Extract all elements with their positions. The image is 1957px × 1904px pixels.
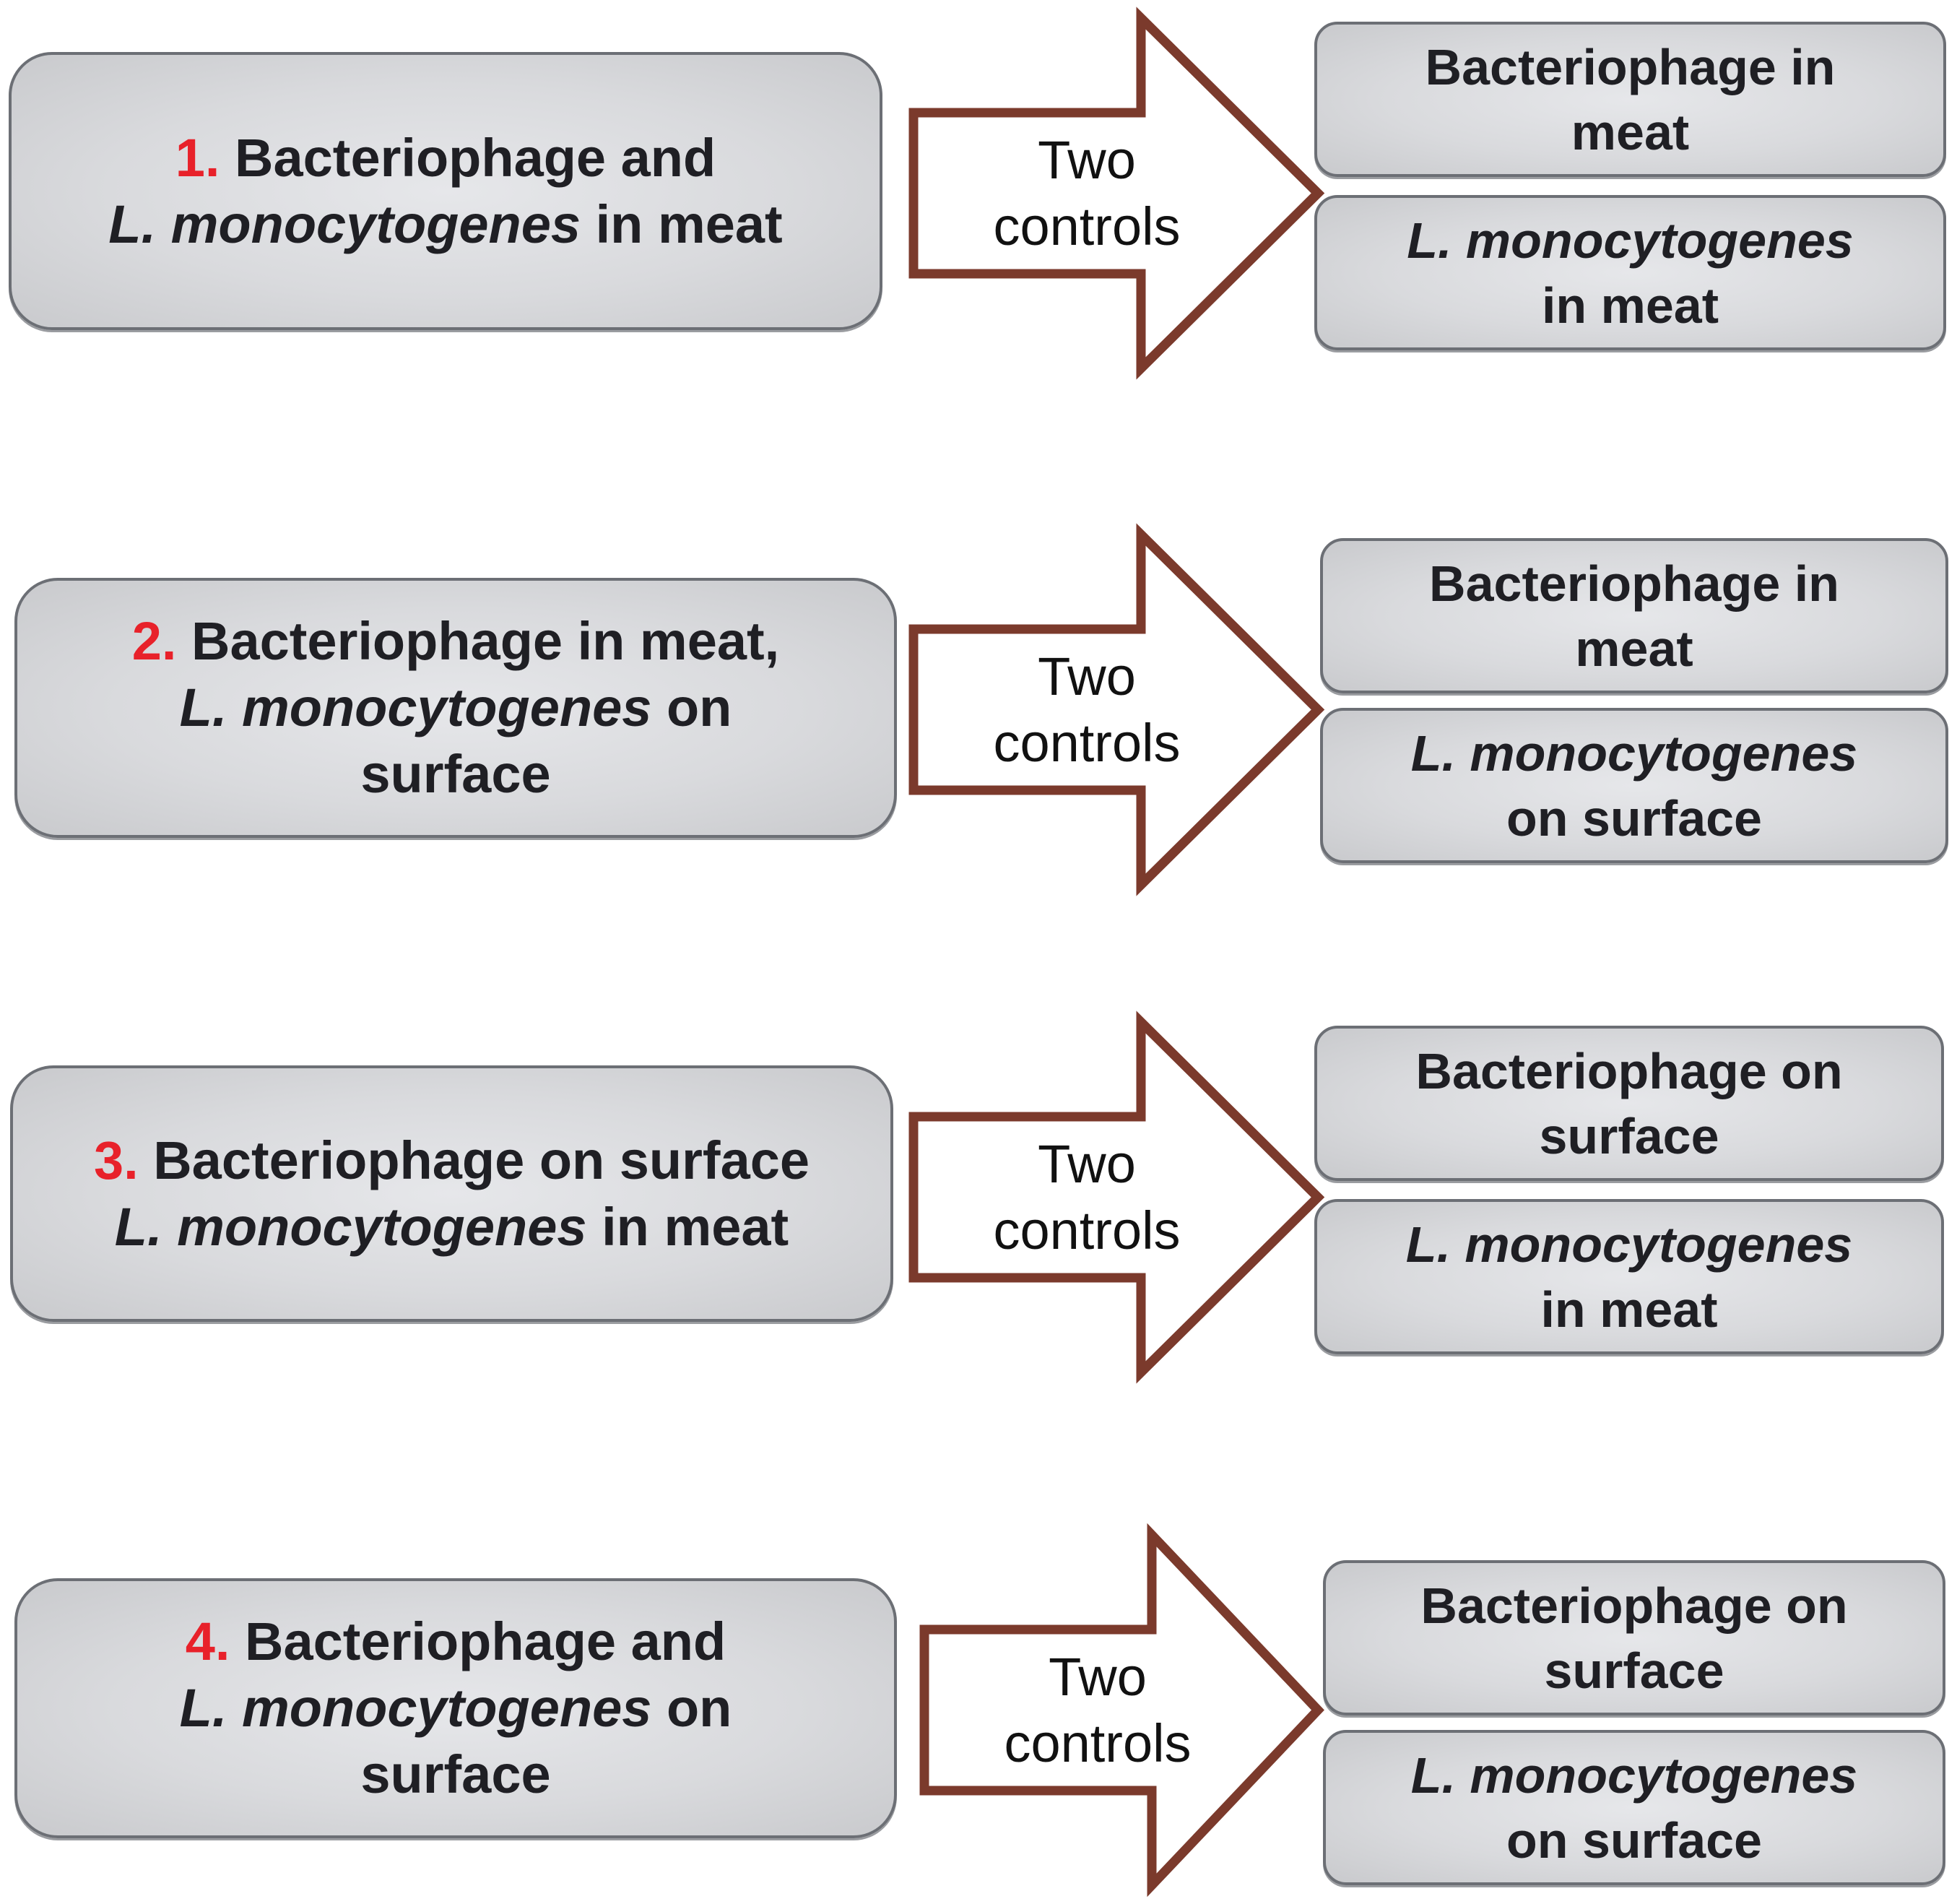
text-segment: Bacteriophage in meat xyxy=(1425,38,1836,160)
control-text: L. monocytogenes on surface xyxy=(1411,1743,1857,1873)
text-segment: on surface xyxy=(1506,1812,1762,1869)
control-text: Bacteriophage on surface xyxy=(1420,1573,1847,1703)
arrow-shape xyxy=(908,523,1325,896)
control-box-2: L. monocytogenes on surface xyxy=(1323,1730,1945,1885)
condition-number: 3. xyxy=(93,1130,139,1190)
experiment-condition-box: 2. Bacteriophage in meat, L. monocytogen… xyxy=(14,578,897,838)
species-name-italic: L. monocytogenes xyxy=(1410,724,1858,782)
control-text: L. monocytogenes in meat xyxy=(1407,208,1853,338)
species-name-italic: L. monocytogenes xyxy=(1410,1747,1858,1804)
condition-number: 4. xyxy=(185,1611,230,1671)
text-segment: on surface xyxy=(1506,789,1762,847)
control-box-2: L. monocytogenes on surface xyxy=(1320,708,1948,863)
text-segment: Bacteriophage in meat, xyxy=(191,611,780,671)
species-name-italic: L. monocytogenes xyxy=(1407,212,1854,269)
arrow-label: Two controls xyxy=(1004,1646,1192,1773)
arrow-shape xyxy=(908,7,1325,380)
species-name-italic: L. monocytogenes xyxy=(108,194,581,254)
control-text: L. monocytogenes on surface xyxy=(1411,721,1857,851)
text-segment: Bacteriophage on surface xyxy=(1415,1042,1843,1164)
condition-text: 4. Bacteriophage and L. monocytogenes on… xyxy=(180,1609,732,1808)
text-segment: Bacteriophage and xyxy=(235,127,716,188)
condition-text: 2. Bacteriophage in meat, L. monocytogen… xyxy=(132,608,780,808)
text-segment: in meat xyxy=(1540,1281,1718,1338)
condition-number: 1. xyxy=(175,127,220,188)
arrow-label: Two controls xyxy=(993,129,1181,256)
control-box-1: Bacteriophage in meat xyxy=(1320,538,1948,693)
control-text: Bacteriophage in meat xyxy=(1429,551,1839,681)
arrow-label: Two controls xyxy=(993,1133,1181,1260)
text-segment: Bacteriophage and xyxy=(245,1611,726,1671)
text-segment: in meat xyxy=(1541,277,1719,334)
control-text: Bacteriophage in meat xyxy=(1426,35,1836,165)
control-box-2: L. monocytogenes in meat xyxy=(1314,1199,1944,1354)
condition-text: 3. Bacteriophage on surface L. monocytog… xyxy=(94,1128,810,1260)
text-segment: Bacteriophage in meat xyxy=(1429,555,1839,677)
control-box-2: L. monocytogenes in meat xyxy=(1314,195,1946,350)
arrow-label: Two controls xyxy=(993,646,1181,773)
control-text: Bacteriophage on surface xyxy=(1415,1039,1842,1169)
text-segment: in meat xyxy=(581,194,783,254)
arrow-shape xyxy=(908,1011,1325,1384)
control-box-1: Bacteriophage in meat xyxy=(1314,22,1946,177)
text-segment: on surface xyxy=(360,678,732,804)
text-segment: Bacteriophage on surface xyxy=(153,1130,810,1190)
experiment-condition-box: 3. Bacteriophage on surface L. monocytog… xyxy=(10,1065,893,1322)
condition-text: 1. Bacteriophage and L. monocytogenes in… xyxy=(108,125,782,258)
control-text: L. monocytogenes in meat xyxy=(1406,1212,1852,1342)
species-name-italic: L. monocytogenes xyxy=(179,1678,652,1738)
species-name-italic: L. monocytogenes xyxy=(114,1196,587,1257)
text-segment: in meat xyxy=(586,1196,789,1257)
text-segment: Bacteriophage on surface xyxy=(1420,1577,1848,1699)
control-box-1: Bacteriophage on surface xyxy=(1314,1026,1944,1181)
species-name-italic: L. monocytogenes xyxy=(179,678,652,737)
experiment-condition-box: 1. Bacteriophage and L. monocytogenes in… xyxy=(9,52,882,330)
condition-number: 2. xyxy=(131,611,177,671)
arrow-shape xyxy=(919,1523,1324,1897)
species-name-italic: L. monocytogenes xyxy=(1405,1216,1853,1273)
text-segment: on surface xyxy=(360,1678,732,1804)
experiment-condition-box: 4. Bacteriophage and L. monocytogenes on… xyxy=(14,1578,897,1838)
control-box-1: Bacteriophage on surface xyxy=(1323,1560,1945,1715)
